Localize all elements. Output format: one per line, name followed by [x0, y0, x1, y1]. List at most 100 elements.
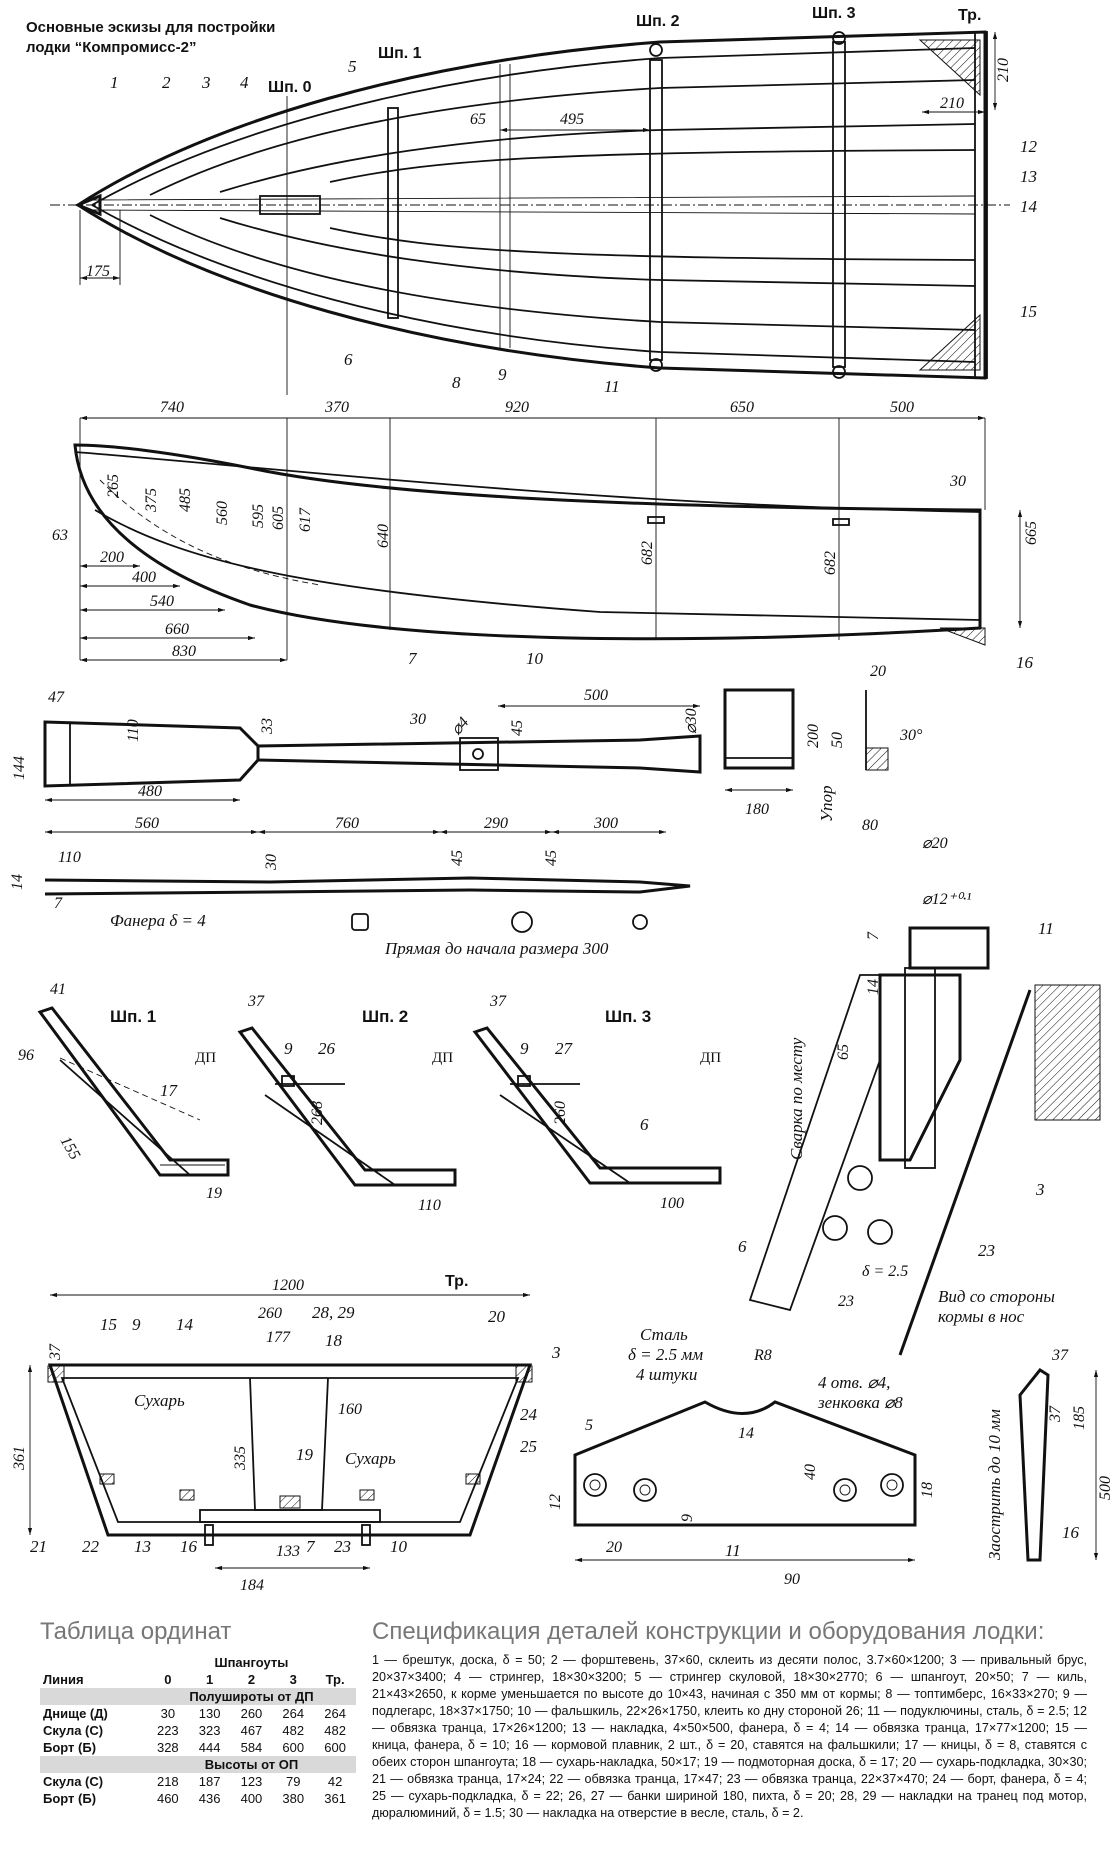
plate-steel-line3: 4 штуки [636, 1365, 697, 1384]
plan-labels: Шп. 0 Шп. 1 Шп. 2 Шп. 3 Тр. 1 2 3 4 5 6 … [79, 5, 1038, 396]
row-label: Борт (Б) [43, 1740, 97, 1755]
callout-14: 14 [1020, 197, 1038, 216]
callout-9: 9 [498, 365, 507, 384]
transom-callout-22: 22 [82, 1537, 100, 1556]
oar-dim-760: 760 [335, 815, 359, 832]
table-cell: 260 [240, 1706, 263, 1721]
transom-dim-1200: 1200 [272, 1277, 304, 1294]
callout-3: 3 [201, 73, 211, 92]
plate-dim-r8: R8 [753, 1347, 772, 1364]
row-label: Скула (С) [43, 1723, 104, 1738]
table-section: Высоты от ОП [40, 1756, 356, 1773]
sheet-title-line2: лодки “Компромисс-2” [26, 39, 196, 56]
table-row: Линия 0 1 2 3 Тр. [40, 1671, 356, 1688]
transom-dim-177: 177 [266, 1329, 291, 1346]
fin-dim-500: 500 [1097, 1476, 1114, 1500]
bracket-weld-note: Сварка по месту [787, 1037, 806, 1160]
table-cell: 482 [324, 1723, 346, 1738]
transom-callout-25: 25 [520, 1437, 537, 1456]
dim-210-h: 210 [940, 95, 964, 112]
plate-dim-5: 5 [585, 1417, 593, 1434]
stop-dim-200: 200 [805, 724, 822, 748]
height-595: 595 [250, 504, 267, 528]
station-dim-2: 370 [324, 399, 349, 416]
row-label: Днище (Д) [43, 1706, 108, 1721]
station-dim-3: 920 [505, 399, 529, 416]
frame3-callout-9: 9 [520, 1039, 529, 1058]
stop-dim-50: 50 [829, 732, 846, 748]
frame1-dim-155: 155 [57, 1134, 84, 1163]
frame2-dim-37: 37 [247, 993, 265, 1010]
table-row: Борт (Б) 460 436 400 380 361 [40, 1790, 356, 1807]
transom-dim-37: 37 [47, 1343, 64, 1361]
column-header: 0 [164, 1672, 172, 1687]
table-cell: 584 [240, 1740, 263, 1755]
station-dim-5: 500 [890, 399, 914, 416]
dim-175: 175 [86, 263, 110, 280]
oar-side-45a: 45 [449, 850, 466, 866]
stop-block: 180 Упор 20 200 50 30° 80 [723, 663, 923, 834]
callout-8: 8 [452, 373, 461, 392]
oar-dim-45: 45 [509, 720, 526, 736]
transom-callout-15: 15 [100, 1315, 117, 1334]
fin-dim-185: 185 [1071, 1406, 1088, 1430]
callout-12: 12 [1020, 137, 1038, 156]
table-cell: 30 [160, 1706, 176, 1721]
oar-dim-290: 290 [484, 815, 508, 832]
table-cell: 600 [324, 1740, 346, 1755]
stem-660: 660 [165, 621, 189, 638]
plate-dim-20: 20 [606, 1539, 622, 1556]
oar-dim-560: 560 [135, 815, 159, 832]
plate-dim-18: 18 [919, 1482, 936, 1498]
plate-callout-11: 11 [725, 1541, 741, 1560]
frame-label-0: Шп. 0 [268, 79, 312, 96]
transom-dim-361: 361 [11, 1446, 28, 1471]
height-640: 640 [375, 524, 392, 548]
oar-side-110: 110 [58, 849, 81, 866]
oar-side-7: 7 [54, 895, 63, 912]
callout-1: 1 [110, 73, 119, 92]
table-row: Скула (С) 218 187 123 79 42 [40, 1773, 356, 1790]
transom-callout-10: 10 [390, 1537, 408, 1556]
table-cell: 467 [240, 1723, 263, 1738]
transom-callout-24: 24 [520, 1405, 538, 1424]
plate-dim-9: 9 [679, 1514, 696, 1522]
column-header: 1 [206, 1672, 214, 1687]
table-cell: 42 [327, 1774, 343, 1789]
sheet-title-line1: Основные эскизы для постройки [26, 19, 275, 36]
height-617: 617 [297, 507, 314, 532]
stem-540: 540 [150, 593, 174, 610]
transom-sukhar-right: Сухарь [345, 1449, 396, 1468]
oar-dim-480: 480 [138, 783, 162, 800]
plate-dim-12: 12 [547, 1494, 564, 1510]
plate-dim-40: 40 [802, 1464, 819, 1480]
frame-label-2: Шп. 2 [636, 13, 680, 30]
transom-callout-9: 9 [132, 1315, 141, 1334]
table-row: Борт (Б) 328 444 584 600 600 [40, 1739, 356, 1756]
frame2-dim-268: 268 [309, 1101, 326, 1125]
frame1-dim-19: 19 [206, 1185, 222, 1202]
ordinates-table: Шпангоуты Линия 0 1 2 3 Тр. Полуширoты о… [40, 1654, 356, 1807]
height-605: 605 [270, 506, 287, 530]
transom-view: 1200 Тр. 37 361 260 177 335 160 133 184 … [11, 1273, 561, 1594]
oar-dim-144: 144 [11, 756, 28, 780]
column-header: 3 [289, 1672, 297, 1687]
oar-side-14: 14 [9, 874, 26, 890]
stem-400: 400 [132, 569, 156, 586]
transom-dim-260: 260 [258, 1305, 282, 1322]
oar-dim-30: 30 [409, 711, 426, 728]
table-row: Шпангоуты [40, 1654, 356, 1671]
callout-7: 7 [408, 649, 418, 668]
table-cell: 460 [156, 1791, 179, 1806]
stop-dim-20: 20 [870, 663, 886, 680]
callout-13: 13 [1020, 167, 1037, 186]
oar-dim-dia30: ⌀30 [683, 708, 700, 734]
bracket-dim-7: 7 [865, 931, 882, 940]
oar-straight-note: Прямая до начала размера 300 [384, 939, 609, 958]
frame-label-1: Шп. 1 [378, 45, 422, 62]
row-label: Борт (Б) [43, 1791, 97, 1806]
table-cell: 223 [156, 1723, 179, 1738]
transom-callout-20: 20 [488, 1307, 506, 1326]
height-682-b: 682 [822, 551, 839, 575]
station-dim-1: 740 [160, 399, 184, 416]
